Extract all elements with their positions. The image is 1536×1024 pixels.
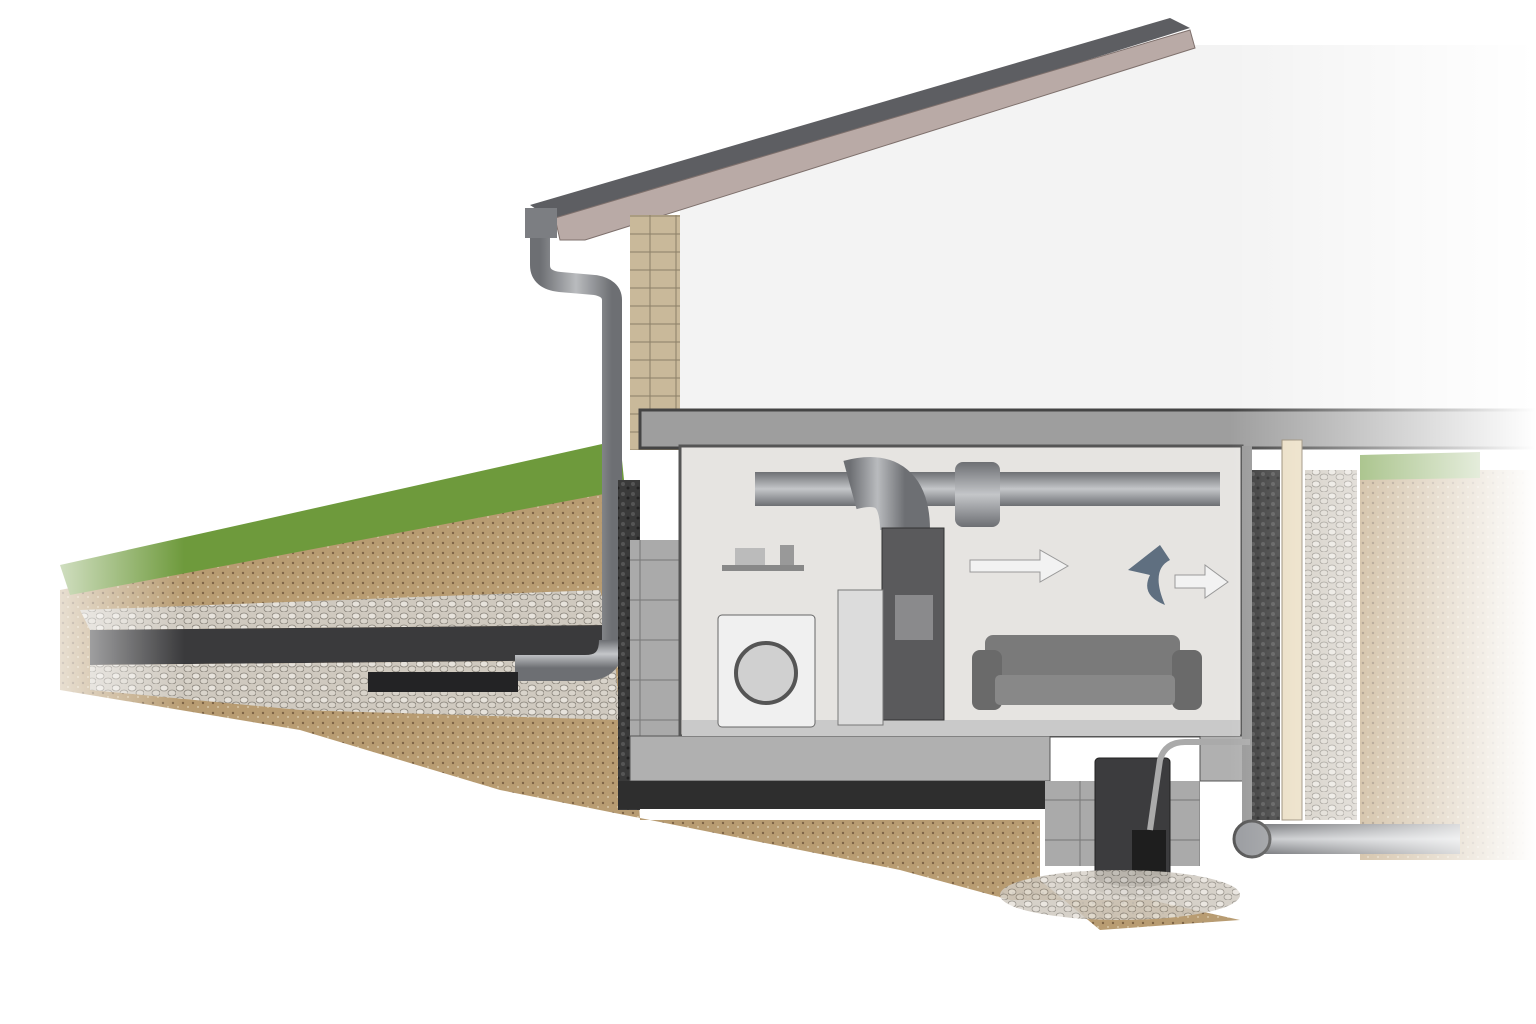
- fade-left: [0, 0, 1536, 1024]
- basement-waterproofing-illustration: [0, 0, 1536, 1024]
